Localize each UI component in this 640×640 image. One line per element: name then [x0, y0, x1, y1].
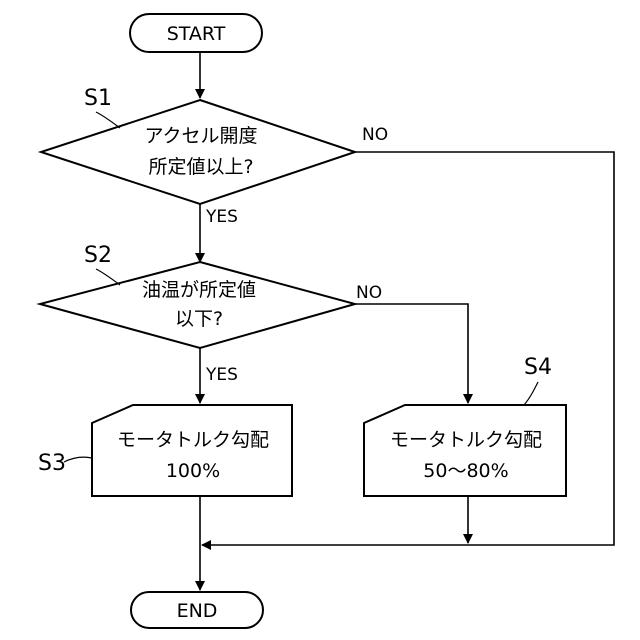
s4-step-label: S4	[524, 355, 552, 380]
s1-question-line2: 所定値以上?	[148, 156, 253, 178]
s2-decision-shape	[40, 262, 355, 348]
s3-step-label: S3	[38, 451, 66, 476]
s1-step-label: S1	[84, 86, 112, 111]
end-label: END	[177, 600, 218, 622]
s4-leader-line	[524, 382, 538, 405]
s2-no-label: NO	[356, 283, 382, 303]
s1-decision: アクセル開度 所定値以上?	[41, 100, 355, 204]
s1-yes-label: YES	[205, 207, 238, 227]
s2-yes-label: YES	[205, 365, 238, 385]
connector-s2-no-to-s4	[355, 304, 468, 403]
end-terminal: END	[131, 592, 263, 628]
s1-question-line1: アクセル開度	[144, 125, 257, 147]
s2-decision: 油温が所定値 以下?	[40, 262, 355, 348]
start-label: START	[167, 23, 226, 45]
s4-text-line1: モータトルク勾配	[390, 429, 542, 451]
s2-leader-line	[96, 269, 120, 285]
s1-no-label: NO	[362, 125, 388, 145]
s2-question-line1: 油温が所定値	[142, 279, 256, 301]
start-terminal: START	[130, 14, 262, 52]
s1-decision-shape	[41, 100, 355, 204]
s3-process: モータトルク勾配 100%	[92, 405, 292, 496]
s2-step-label: S2	[84, 243, 112, 268]
s3-text-line1: モータトルク勾配	[117, 429, 269, 451]
s1-leader-line	[96, 112, 120, 128]
s3-text-line2: 100%	[166, 460, 220, 482]
s4-process: モータトルク勾配 50～80%	[364, 405, 566, 496]
s4-text-line2: 50～80%	[423, 460, 508, 482]
s2-question-line2: 以下?	[175, 308, 223, 330]
s3-leader-line	[64, 457, 92, 462]
